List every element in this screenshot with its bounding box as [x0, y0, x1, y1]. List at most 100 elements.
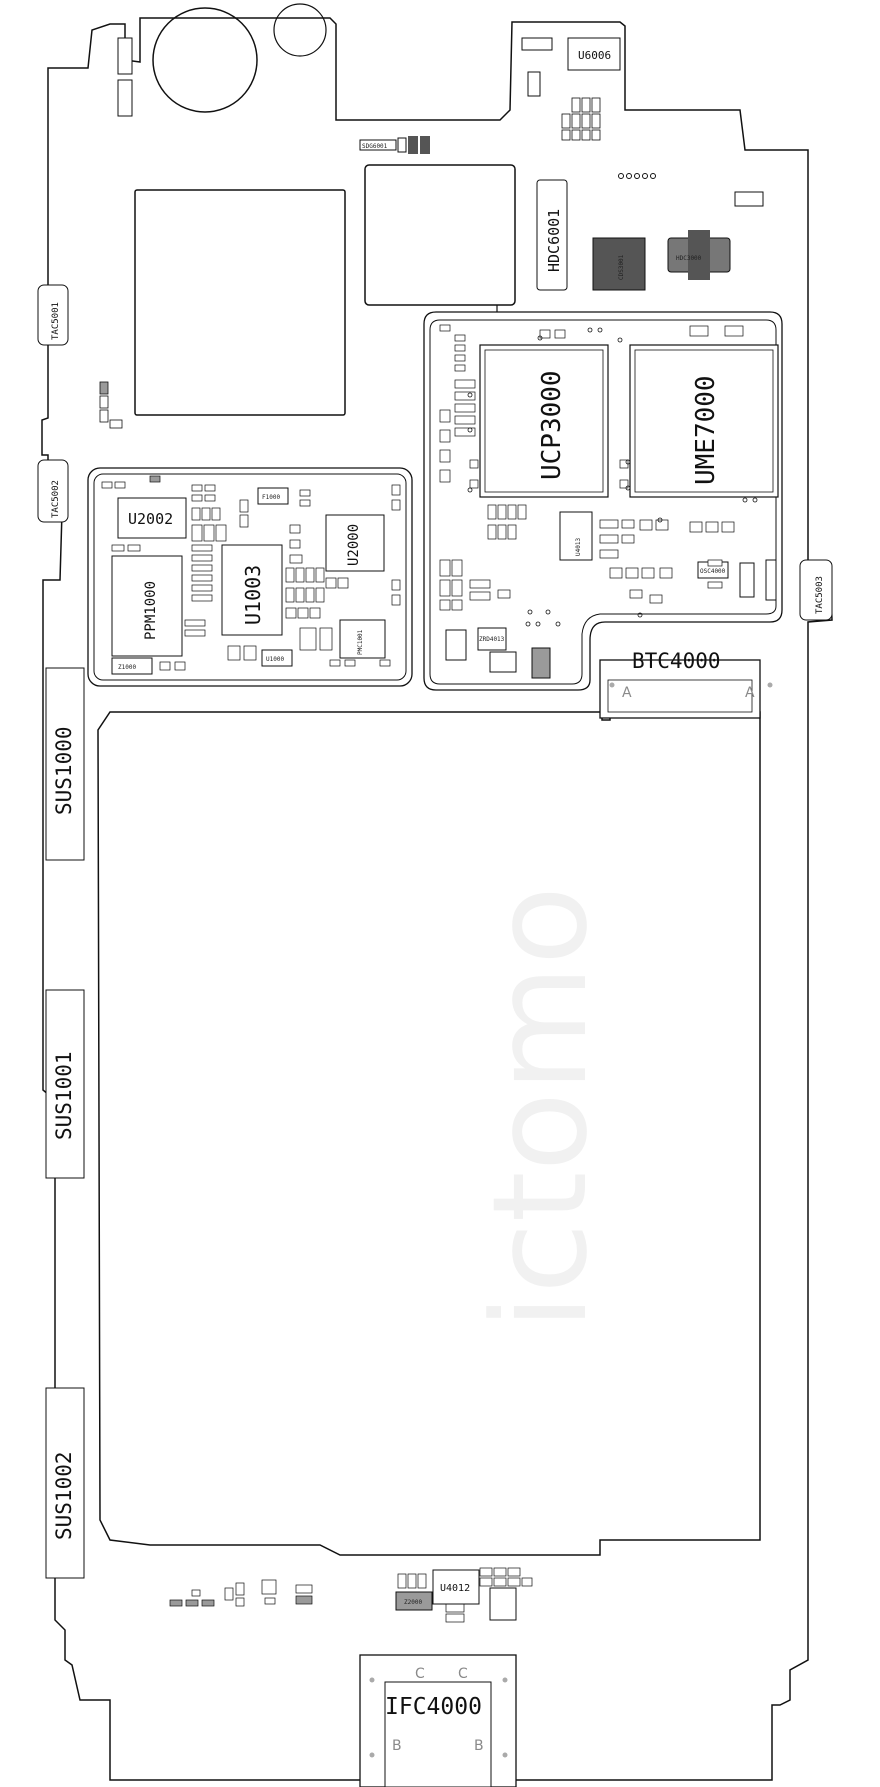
btc-via-left: [609, 682, 615, 688]
u4013-label: U4013: [575, 538, 582, 556]
bottom-left-parts: [169, 1579, 313, 1607]
dot-row-top: [618, 173, 656, 179]
btc-pin-a-left: A: [622, 685, 632, 701]
right-block-outer: [423, 311, 783, 691]
tac5002-connector: [37, 459, 69, 523]
u1000-part: [261, 649, 293, 667]
u4013-chip: [559, 511, 593, 561]
ifc-via-1: [369, 1677, 375, 1683]
sdg6001-part: [359, 139, 397, 151]
sus1000-connector: [45, 667, 85, 861]
btc-via-right: [767, 682, 773, 688]
f1000-label: F1000: [262, 494, 280, 501]
part-bottom-1: [445, 629, 467, 661]
ifc-pin-b-left: B: [392, 1738, 402, 1754]
u4012-chip: [432, 1569, 480, 1605]
hdc3000-label: HDC3000: [676, 255, 702, 262]
sus1001-connector: [45, 989, 85, 1179]
part-top-1: [521, 37, 553, 51]
pmc1001-label: PMC1001: [357, 629, 364, 655]
cds3001-label: CDS3001: [618, 254, 625, 280]
btc4000-label: BTC4000: [632, 649, 721, 673]
right-block-vias: [467, 327, 758, 627]
cds3001-chip: [592, 237, 646, 291]
hdc3000-tab: [688, 230, 710, 280]
u1000-label: U1000: [266, 656, 284, 663]
ucp3000-label: UCP3000: [537, 370, 567, 480]
pmc1001-chip: [339, 619, 386, 659]
sus1002-connector: [45, 1387, 85, 1579]
sdg6001-label: SDG6001: [362, 143, 388, 150]
camera-ring: [152, 7, 258, 113]
ume7000-pad: [634, 349, 774, 493]
small-parts-left: [99, 381, 123, 429]
part-bottom-gray: [531, 647, 551, 679]
sdg-dark-3: [397, 137, 407, 153]
tac5003-connector: [799, 559, 833, 621]
sus1001-label: SUS1001: [52, 1051, 76, 1140]
tac5002-label: TAC5002: [51, 480, 61, 518]
sdg-dark-2: [420, 136, 430, 154]
part-right-col: [739, 562, 755, 598]
shield-left: [134, 189, 346, 416]
ifc-pin-c-left: C: [415, 1666, 425, 1682]
osc4000-label: OSC4000: [700, 568, 726, 575]
right-block-passives: [439, 324, 744, 611]
part-top-3: [117, 37, 133, 75]
ifc-pin-c-right: C: [458, 1666, 468, 1682]
u2000-label: U2000: [346, 524, 362, 566]
watermark-text: ictomo: [464, 886, 616, 1330]
ifc-via-4: [502, 1752, 508, 1758]
ppm1000-chip: [111, 555, 183, 657]
tac5001-label: TAC5001: [51, 302, 61, 340]
u6006-chip: [567, 37, 621, 71]
board-outline: [41, 17, 833, 1781]
ucp3000-pad: [484, 349, 604, 493]
ume7000-label: UME7000: [691, 375, 721, 485]
part-top-4: [117, 79, 133, 117]
camera-hole: [273, 3, 327, 57]
z2000-part: [395, 1591, 433, 1611]
u6006-label: U6006: [578, 49, 611, 62]
sdg-dark-1: [408, 136, 418, 154]
part-bottom-2: [489, 651, 517, 673]
f1000-part: [257, 487, 289, 505]
u1003-label: U1003: [241, 565, 265, 625]
z1000-label: Z1000: [118, 664, 136, 671]
u2002-label: U2002: [128, 510, 173, 528]
u1003-chip: [221, 544, 283, 636]
zrd4013-part: [477, 627, 507, 651]
right-block-inner: [429, 319, 777, 685]
ifc-via-2: [502, 1677, 508, 1683]
hdc6001-connector: [536, 179, 568, 291]
hdc6001-label: HDC6001: [545, 209, 563, 272]
board-cutout: [97, 711, 761, 1556]
zrd4013-label: ZRD4013: [479, 636, 505, 643]
ifc-pin-b-right: B: [474, 1738, 484, 1754]
sus1000-label: SUS1000: [52, 726, 76, 815]
resistor-bank-top: [561, 97, 601, 141]
part-right-col-2: [765, 559, 777, 601]
tac5001-connector: [37, 284, 69, 346]
left-block-passives: [101, 475, 401, 671]
ucp3000-chip: [479, 344, 609, 498]
part-u4012-right: [489, 1587, 517, 1621]
left-block-inner: [93, 473, 407, 681]
watermark: ictomo: [464, 886, 616, 1330]
shield-right: [364, 164, 516, 306]
part-top-2: [527, 71, 541, 97]
btc4000-housing: [607, 679, 753, 713]
sus1002-label: SUS1002: [52, 1451, 76, 1540]
tac5003-label: TAC5003: [815, 576, 825, 614]
u4012-passives: [479, 1567, 533, 1587]
ume7000-chip: [629, 344, 779, 498]
u2002-chip: [117, 497, 187, 539]
ifc-via-3: [369, 1752, 375, 1758]
z2000-label: Z2000: [404, 1599, 422, 1606]
btc-pin-a-right: A: [745, 685, 755, 701]
ppm1000-label: PPM1000: [143, 581, 159, 640]
left-block-outer: [87, 467, 413, 687]
z1000-part: [111, 657, 153, 675]
ifc4000-label: IFC4000: [385, 1694, 482, 1720]
